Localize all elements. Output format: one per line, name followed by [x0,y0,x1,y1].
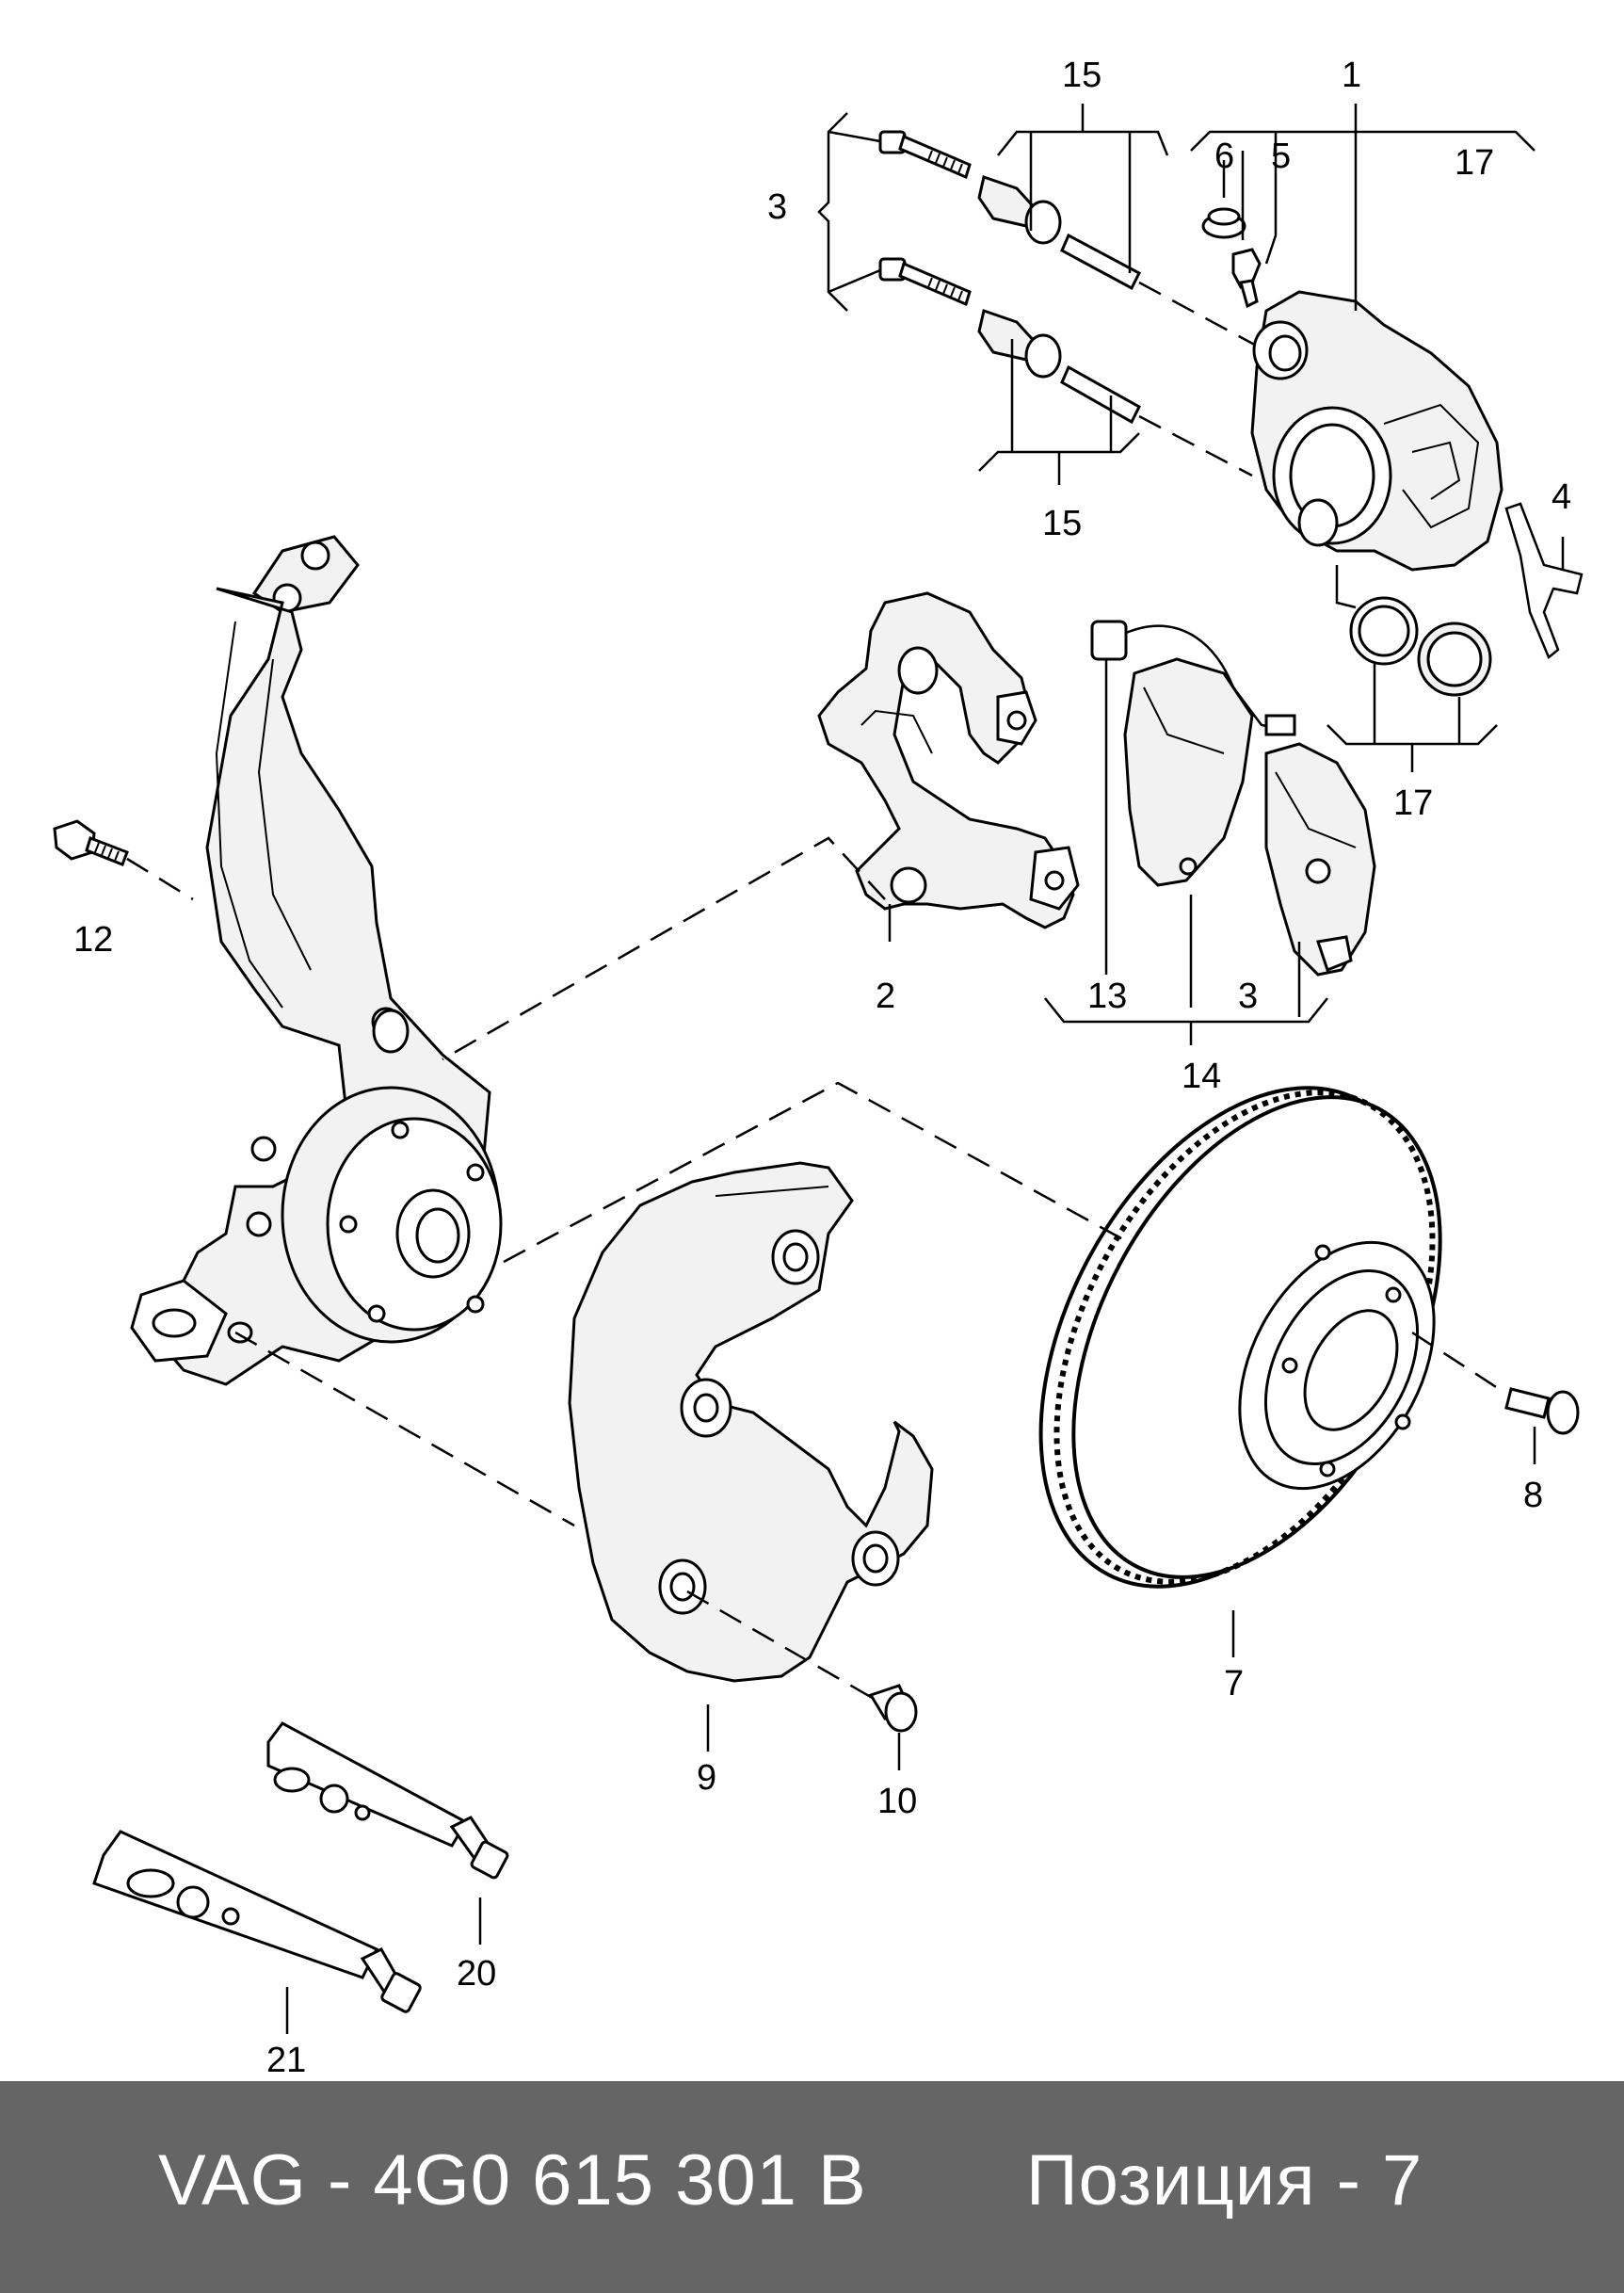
callout-6: 6 [1214,137,1234,176]
guide-bolt-upper [878,130,1141,291]
callout-1: 1 [1342,56,1361,95]
disc-screw [1504,1387,1580,1435]
position-label: Позиция - 7 [1026,2140,1423,2220]
callout-9: 9 [697,1758,716,1798]
callout-17-bottom: 17 [1393,783,1433,823]
callout-2: 2 [876,977,895,1016]
brake-pad-outer [1264,742,1376,977]
steering-knuckle [130,535,503,1386]
brake-disc [1038,1086,1442,1589]
callout-13: 13 [1087,977,1127,1016]
callout-15-bottom: 15 [1042,504,1082,543]
dust-cap [1201,207,1246,239]
callout-14: 14 [1182,1057,1221,1096]
callout-4: 4 [1552,477,1571,517]
callout-3-left: 3 [767,187,787,227]
callout-17-top: 17 [1455,143,1494,183]
pad-wear-sensor [1090,620,1296,736]
grease-tube-20 [266,1721,509,1880]
caliper-carrier [817,591,1080,929]
part-number: VAG - 4G0 615 301 B [158,2140,867,2220]
footer-bar: VAG - 4G0 615 301 B Позиция - 7 [0,2081,1624,2293]
callout-8: 8 [1523,1476,1543,1515]
callout-3-pads: 3 [1238,977,1258,1016]
brake-pad-inner [1123,657,1254,887]
callout-15-top: 15 [1062,56,1101,95]
splash-shield [568,1161,934,1683]
spring-clip [1504,502,1584,660]
callout-20: 20 [457,1954,496,1994]
grease-tube-21 [92,1830,422,2013]
brake-assembly-diagram: 1 15 6 5 17 3 15 4 17 12 2 13 3 14 8 7 9… [53,56,1584,2080]
brake-caliper [1250,290,1503,572]
shield-screw [868,1684,918,1733]
piston-seal-kit [1349,596,1492,697]
bolt-12 [53,819,129,866]
callout-21: 21 [266,2041,306,2080]
callout-10: 10 [877,1782,917,1821]
callout-12: 12 [73,920,113,960]
bleeder-screw [1231,248,1262,309]
callout-7: 7 [1224,1664,1244,1704]
callout-5: 5 [1271,137,1291,176]
guide-bolt-lower [878,257,1141,425]
